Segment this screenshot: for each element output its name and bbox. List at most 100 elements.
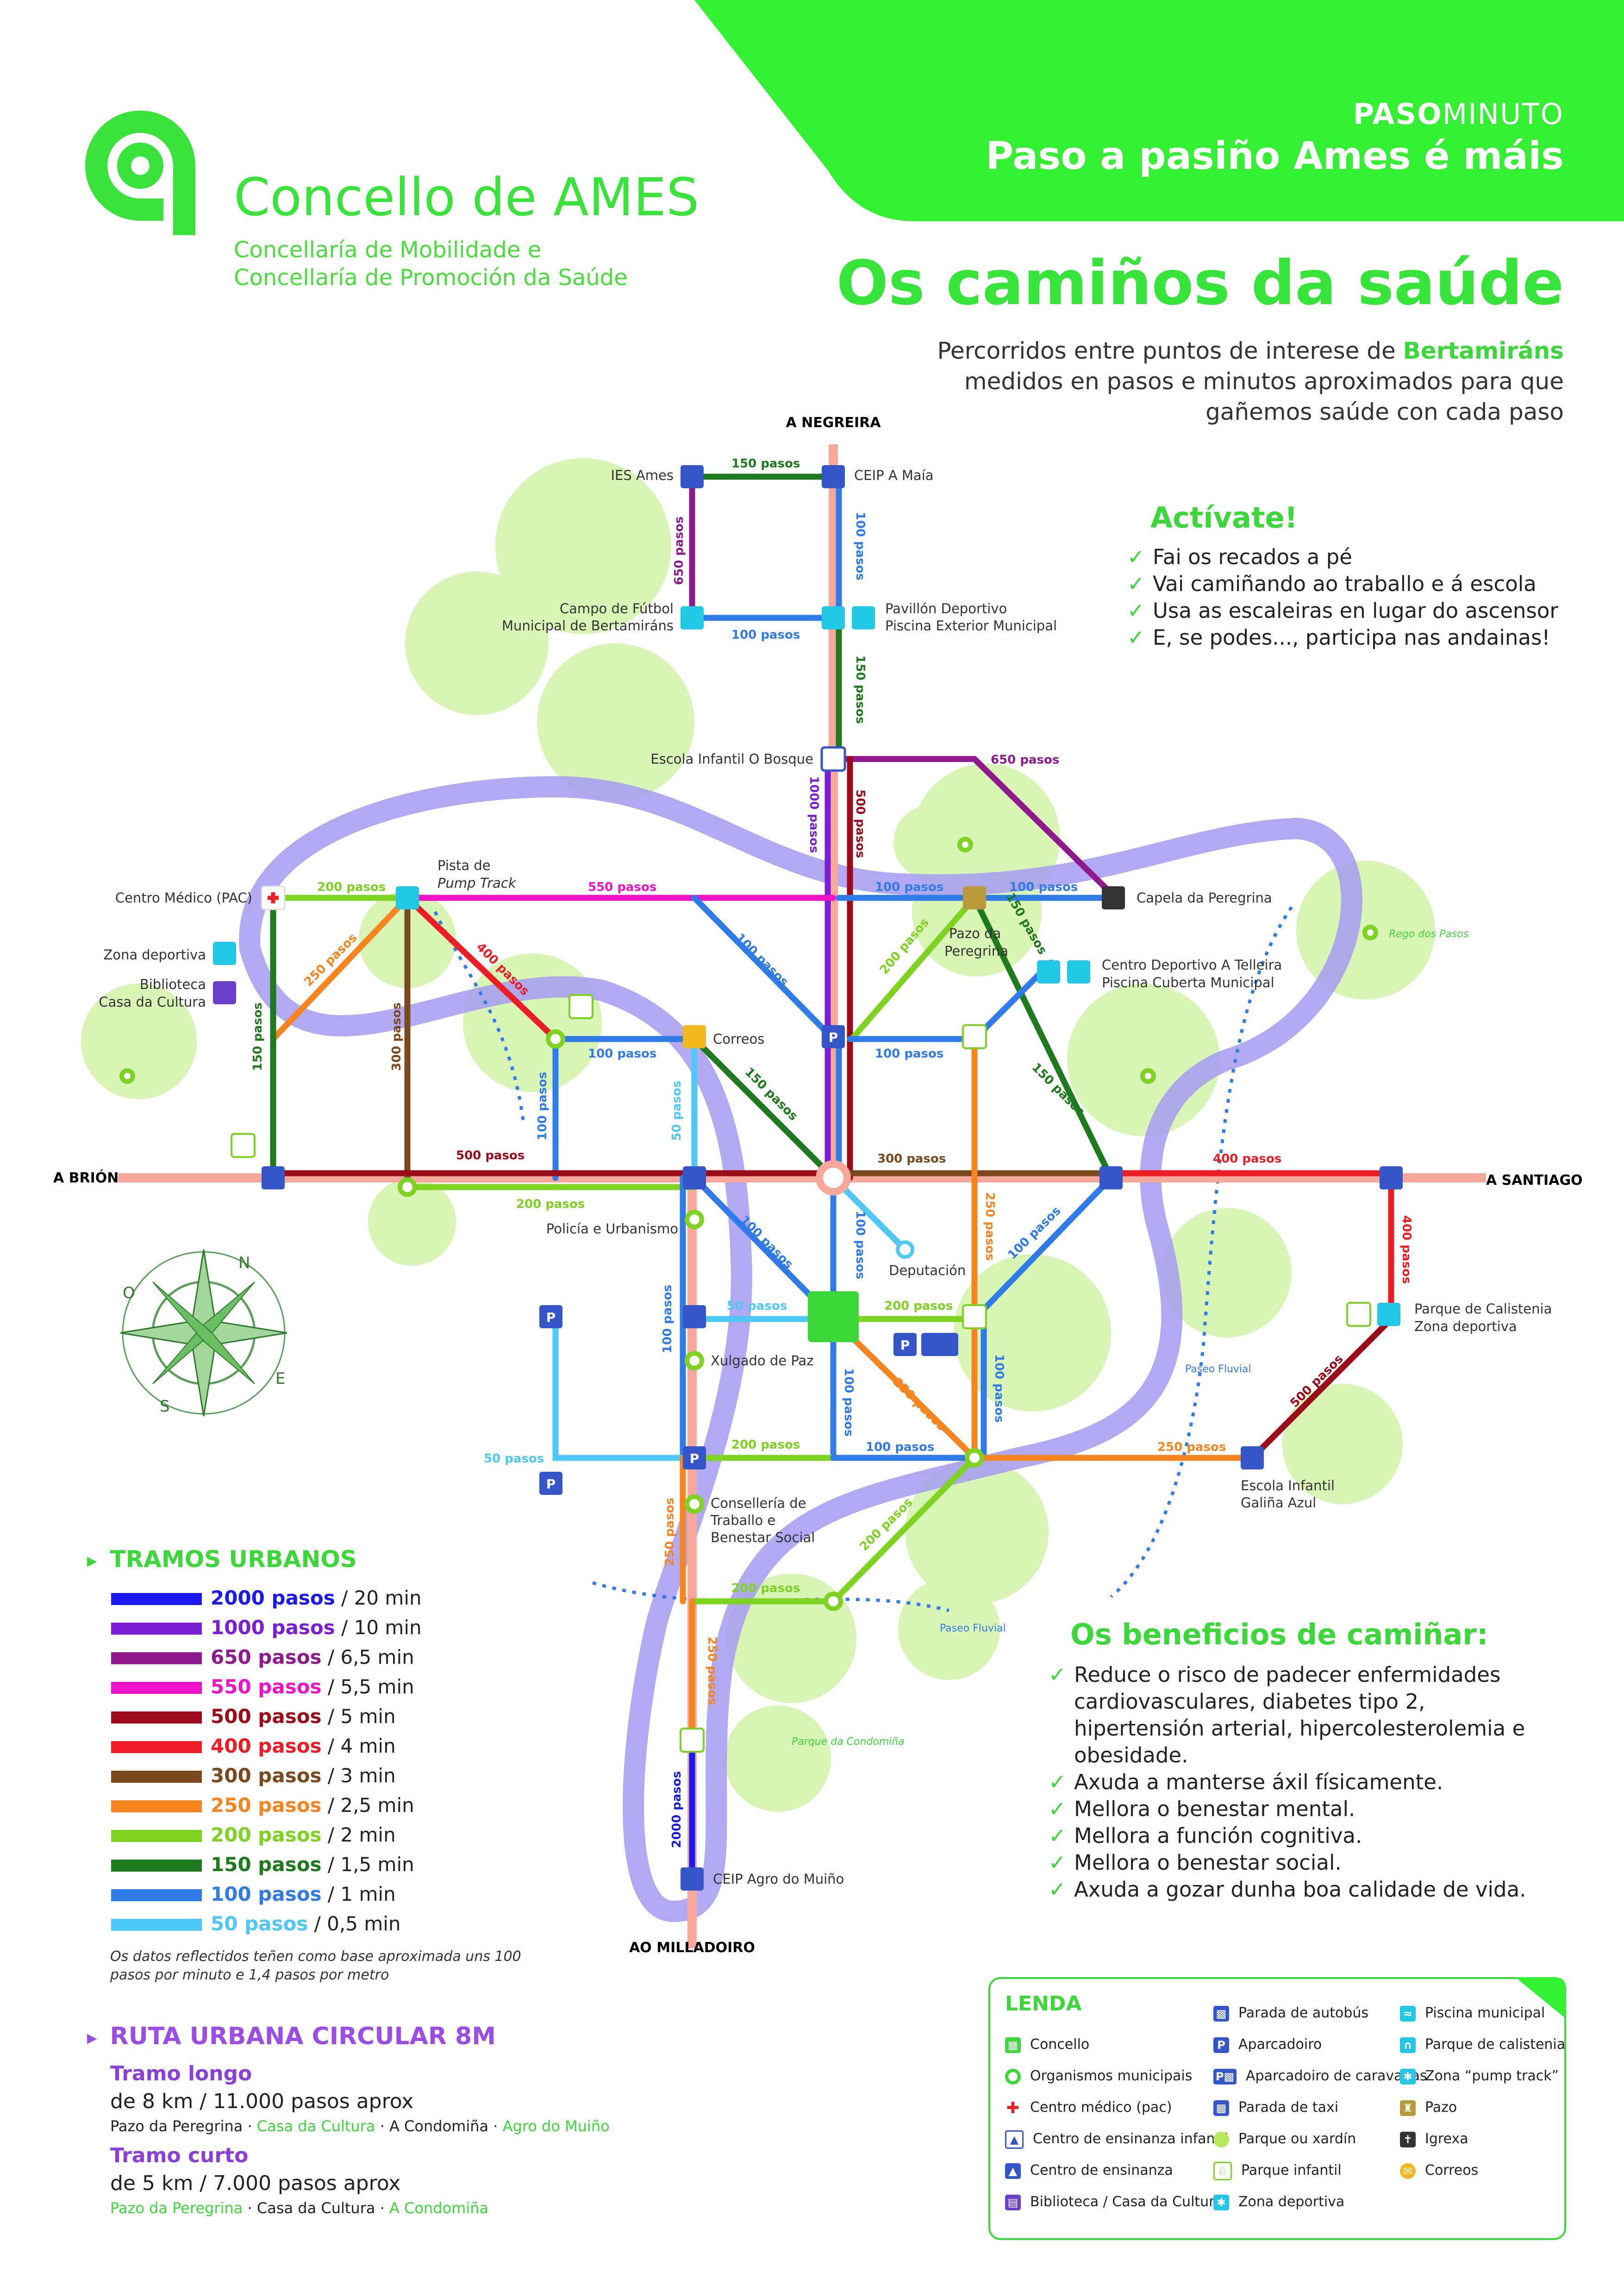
seg-label: 250 pasos xyxy=(705,1636,719,1705)
medical-cross-icon: ✚ xyxy=(1005,2100,1021,2116)
seg-label: 100 pasos xyxy=(992,1354,1006,1423)
label-campo2: Municipal de Bertamiráns xyxy=(502,618,674,634)
list-item: Reduce o risco de padecer enfermidades c… xyxy=(1049,1661,1558,1769)
caravan-parking-icon xyxy=(921,1333,958,1356)
tramo-swatch xyxy=(111,1889,202,1901)
label-galina: Escola Infantil xyxy=(1241,1478,1335,1493)
tramo-swatch xyxy=(111,1860,202,1872)
label-fluvial1: Paseo Fluvial xyxy=(1185,1363,1251,1375)
tramo-swatch xyxy=(111,1741,202,1753)
seg-label: 100 pasos xyxy=(866,1440,934,1454)
label-zona-dep: Zona deportiva xyxy=(103,947,206,963)
label-telleira: Centro Deportivo A Telleira xyxy=(1102,957,1282,973)
tramos-note: Os datos reflectidos teñen como base apr… xyxy=(110,1948,521,1983)
route-map: A NEGREIRA A BRIÓN A SANTIAGO AO MILLADO… xyxy=(53,415,1583,1956)
taxi-icon xyxy=(683,1305,706,1328)
compass-o: O xyxy=(123,1284,135,1302)
seg-label: 50 pasos xyxy=(727,1299,787,1313)
pool-icon xyxy=(852,606,875,629)
library-icon xyxy=(213,981,236,1004)
label-ceip-maia: CEIP A Maía xyxy=(854,467,934,483)
seg-label: 2000 pasos xyxy=(670,1771,684,1848)
calisthenics-icon xyxy=(1377,1303,1400,1326)
pump-track-icon: ✱ xyxy=(1400,2068,1416,2084)
label-galina2: Galiña Azul xyxy=(1241,1495,1316,1511)
school-icon xyxy=(681,1867,704,1891)
tramo-row: 100 pasos / 1 min xyxy=(111,1883,435,1909)
post-office-icon: ✉ xyxy=(1400,2163,1416,2179)
label-deputacion: Deputación xyxy=(889,1263,966,1278)
label-pista: Pista de xyxy=(437,858,491,873)
seg-label: 650 pasos xyxy=(991,753,1059,767)
legend-box: LENDA ▦Concello Organismos municipais ✚C… xyxy=(988,1977,1566,2240)
page-title: Os camiños da saúde xyxy=(836,248,1564,319)
seg-label: 250 pasos xyxy=(663,1498,677,1566)
label-piscina-ext: Piscina Exterior Municipal xyxy=(885,618,1057,634)
infant-school-icon xyxy=(820,746,846,772)
benefits-title: Os beneficios de camiñar: xyxy=(1070,1618,1488,1651)
svg-text:P: P xyxy=(829,1030,838,1045)
parking-icon xyxy=(539,1305,562,1328)
tramo-swatch xyxy=(111,1771,202,1783)
tramo-swatch xyxy=(111,1652,202,1664)
parking-icon: P xyxy=(1213,2037,1229,2053)
parking-icon xyxy=(893,1333,917,1356)
playground-icon xyxy=(962,1024,987,1049)
header-tagline: PASOMINUTO xyxy=(1353,97,1564,131)
playground-icon xyxy=(231,1133,256,1158)
list-item: Mellora o benestar mental. xyxy=(1049,1796,1558,1823)
seg-label: 100 pasos xyxy=(875,880,943,894)
tramo-row: 400 pasos / 4 min xyxy=(111,1735,435,1761)
seg-label: 100 pasos xyxy=(588,1047,656,1061)
label-casa-cultura: Casa da Cultura xyxy=(99,994,206,1010)
post-office-icon xyxy=(683,1025,706,1048)
tramo-row: 200 pasos / 2 min xyxy=(111,1823,435,1849)
seg-label: 100 pasos xyxy=(536,1072,550,1140)
pool-icon: ≈ xyxy=(1400,2005,1416,2022)
seg-label: 200 pasos xyxy=(317,880,386,894)
seg-label: 250 pasos xyxy=(983,1192,997,1261)
church-icon: ✝ xyxy=(1400,2131,1416,2147)
list-item: Axuda a manterse áxil físicamente. xyxy=(1049,1769,1558,1796)
tramo-swatch xyxy=(111,1623,202,1635)
dir-east: A SANTIAGO xyxy=(1486,1172,1583,1188)
seg-label: 100 pasos xyxy=(733,931,791,989)
town-hall-icon xyxy=(808,1291,859,1342)
label-consel3: Benestar Social xyxy=(711,1530,815,1545)
school-icon xyxy=(822,465,845,488)
seg-label: 500 pasos xyxy=(853,790,867,858)
long-value: de 8 km / 11.000 pasos aprox xyxy=(110,2090,414,2113)
seg-label: 250 pasos xyxy=(890,1375,949,1433)
pump-track-icon xyxy=(396,886,419,909)
label-correos: Correos xyxy=(713,1031,764,1047)
seg-label: 50 pasos xyxy=(670,1081,684,1141)
playground-icon xyxy=(680,1728,705,1753)
list-item: Fai os recados a pé xyxy=(1127,544,1590,571)
compass-s: S xyxy=(160,1397,170,1416)
label-peregrina: Peregrina xyxy=(944,943,1008,959)
tramo-swatch xyxy=(111,1711,202,1724)
central-roundabout xyxy=(816,1160,851,1195)
short-places: Pazo da Peregrina · Casa da Cultura · A … xyxy=(110,2199,489,2217)
tramo-row: 50 pasos / 0,5 min xyxy=(111,1912,435,1938)
benefits-list: Reduce o risco de padecer enfermidades c… xyxy=(1049,1661,1558,1903)
infant-school-icon xyxy=(1241,1446,1264,1469)
bus-icon xyxy=(1380,1166,1403,1189)
label-calistenia: Parque de Calistenia xyxy=(1414,1301,1552,1317)
seg-label: 300 pasos xyxy=(877,1152,946,1166)
activate-title: Actívate! xyxy=(1150,501,1298,535)
park-labels: Rego dos Pasos Parque da Condomiña xyxy=(792,928,1468,1748)
tramo-row: 300 pasos / 3 min xyxy=(111,1764,435,1790)
label-consel1: Consellería de xyxy=(711,1495,806,1511)
bus-icon xyxy=(683,1166,706,1189)
short-title: Tramo curto xyxy=(110,2144,249,2167)
tramo-row: 550 pasos / 5,5 min xyxy=(111,1675,435,1701)
compass-rose-icon: N S E O xyxy=(120,1249,287,1417)
long-places: Pazo da Peregrina · Casa da Cultura · A … xyxy=(110,2117,610,2135)
caravan-parking-icon: P▩ xyxy=(1213,2068,1237,2084)
list-item: Mellora a función cognitiva. xyxy=(1049,1823,1558,1849)
list-item: Mellora o benestar social. xyxy=(1049,1849,1558,1876)
tramo-row: 500 pasos / 5 min xyxy=(111,1705,435,1731)
seg-label: 100 pasos xyxy=(853,1211,867,1279)
